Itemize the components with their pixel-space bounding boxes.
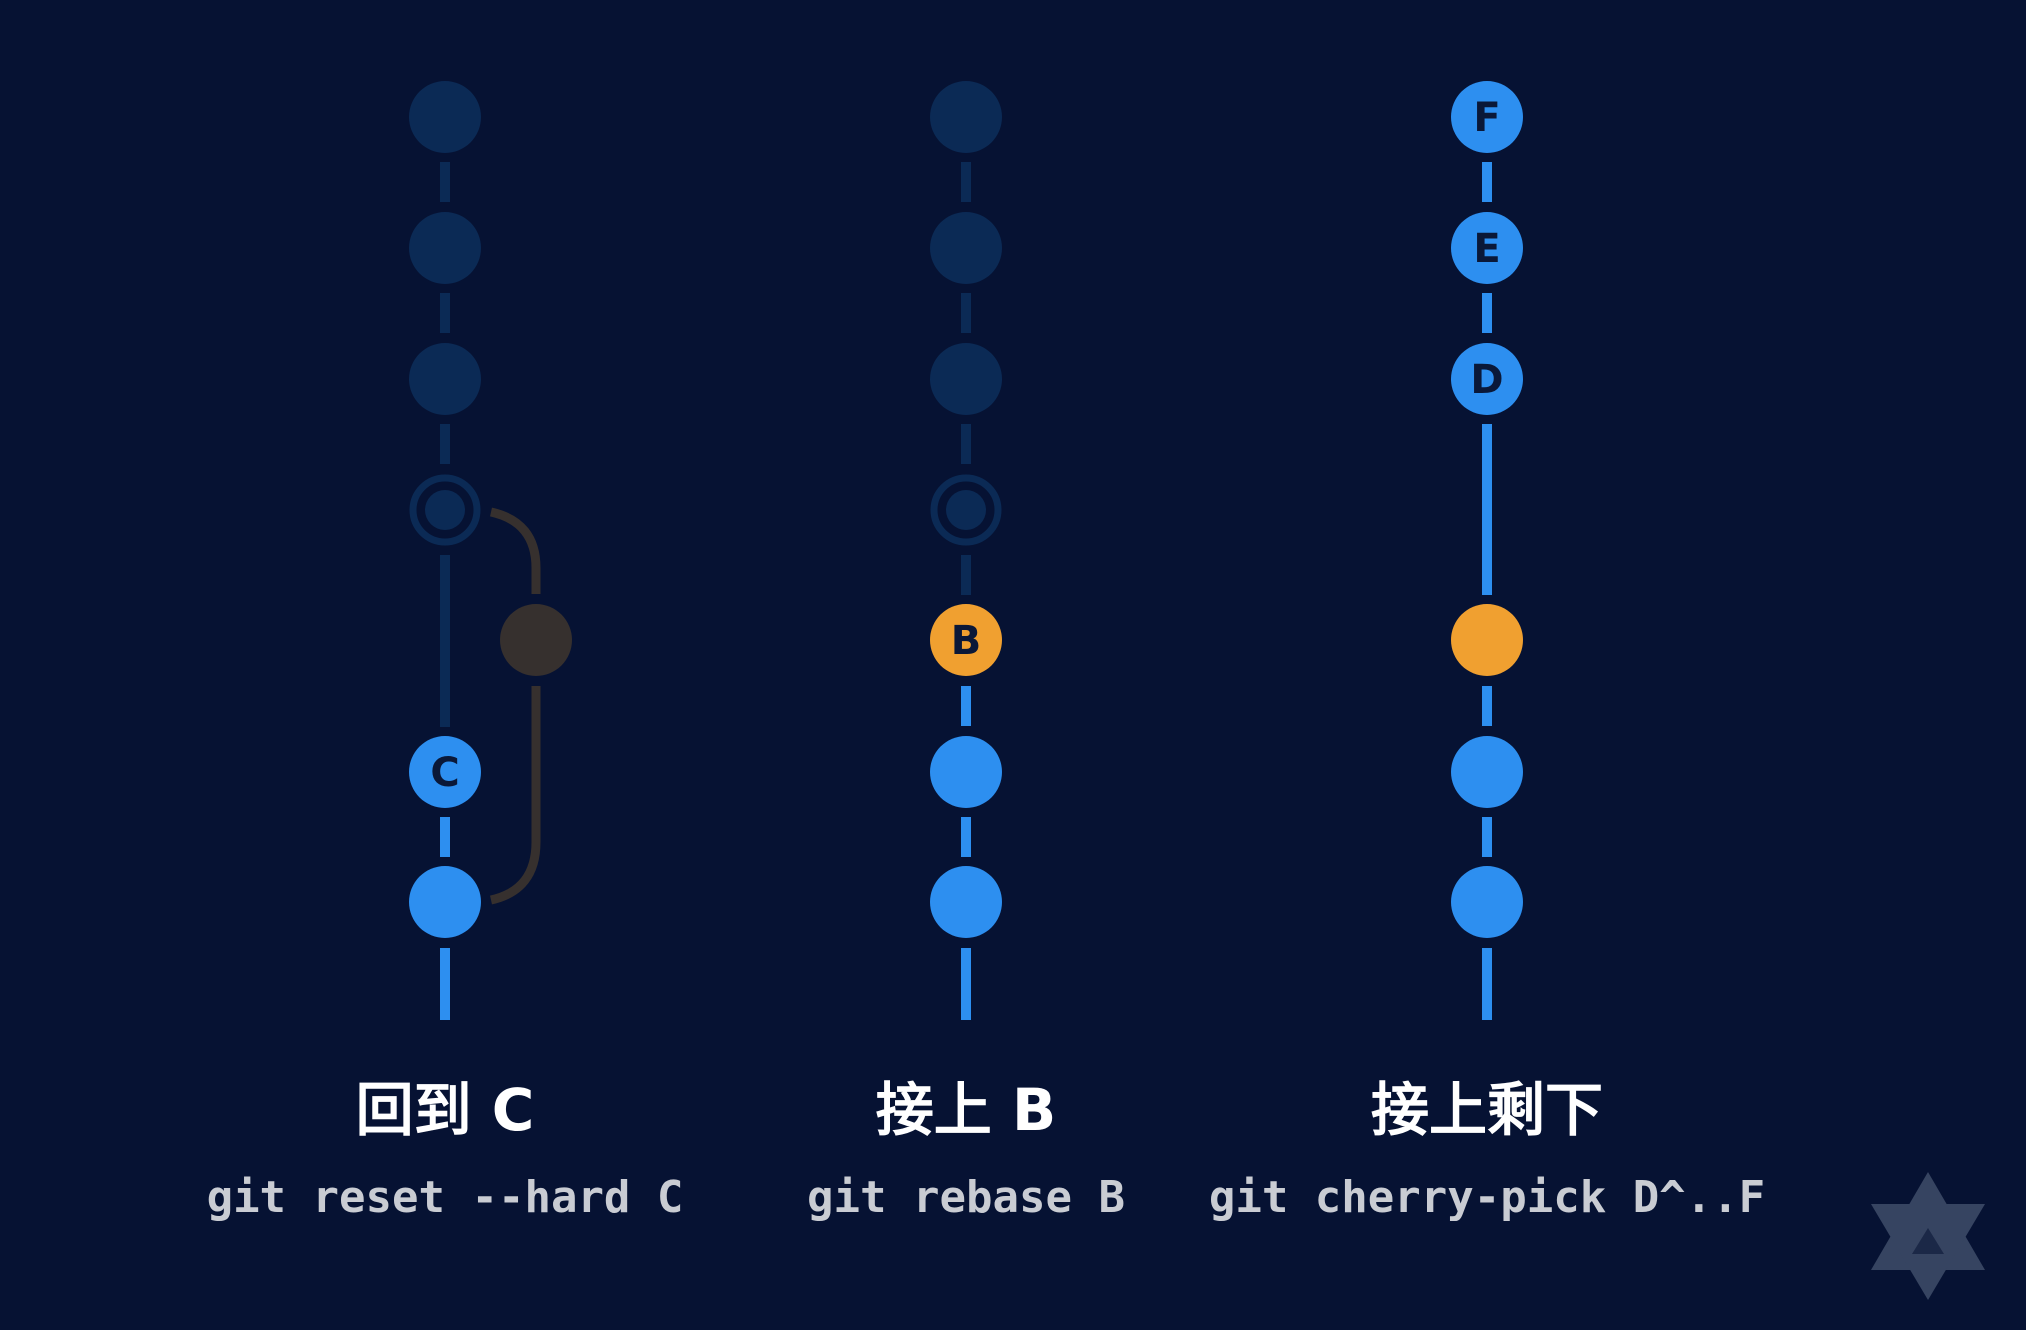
commit-node xyxy=(1451,736,1523,808)
panel-caption: 回到 C xyxy=(356,1076,535,1144)
commit-node xyxy=(409,81,481,153)
commit-node-b: B xyxy=(930,604,1002,676)
commit-node-e: E xyxy=(1451,212,1523,284)
commit-label: C xyxy=(430,750,459,796)
commit-node xyxy=(930,212,1002,284)
panel-caption: 接上剩下 xyxy=(1371,1076,1603,1144)
commit-node-ring xyxy=(930,474,1002,546)
panel-caption: 接上 B xyxy=(876,1076,1056,1144)
star-hexagram-logo-icon xyxy=(1871,1172,1985,1300)
commit-node-d: D xyxy=(1451,343,1523,415)
commit-node xyxy=(930,81,1002,153)
commit-node xyxy=(1451,866,1523,938)
panel-reset: C 回到 C git reset --hard C xyxy=(207,81,684,1223)
panel-rebase: B 接上 B git rebase B xyxy=(807,81,1125,1223)
commit-node xyxy=(930,866,1002,938)
detached-commit-node xyxy=(500,604,572,676)
commit-label: D xyxy=(1470,357,1503,403)
panel-command: git cherry-pick D^..F xyxy=(1209,1172,1765,1223)
commit-node-target xyxy=(1451,604,1523,676)
reset-detached-branch-lower xyxy=(489,686,541,905)
commit-node-ring xyxy=(409,474,481,546)
commit-label: B xyxy=(951,618,982,664)
commit-label: E xyxy=(1473,226,1500,272)
commit-node-c: C xyxy=(409,736,481,808)
commit-label: F xyxy=(1473,95,1500,141)
commit-node xyxy=(930,343,1002,415)
commit-node-f: F xyxy=(1451,81,1523,153)
commit-node xyxy=(409,212,481,284)
reset-detached-branch-upper xyxy=(489,507,541,594)
panel-command: git rebase B xyxy=(807,1172,1125,1223)
commit-node xyxy=(409,866,481,938)
commit-node xyxy=(409,343,481,415)
commit-node xyxy=(930,736,1002,808)
panel-cherry-pick: F E D 接上剩下 git cherry-pick D^..F xyxy=(1209,81,1765,1223)
reset-graph-lines xyxy=(440,162,541,1020)
panel-command: git reset --hard C xyxy=(207,1172,684,1223)
